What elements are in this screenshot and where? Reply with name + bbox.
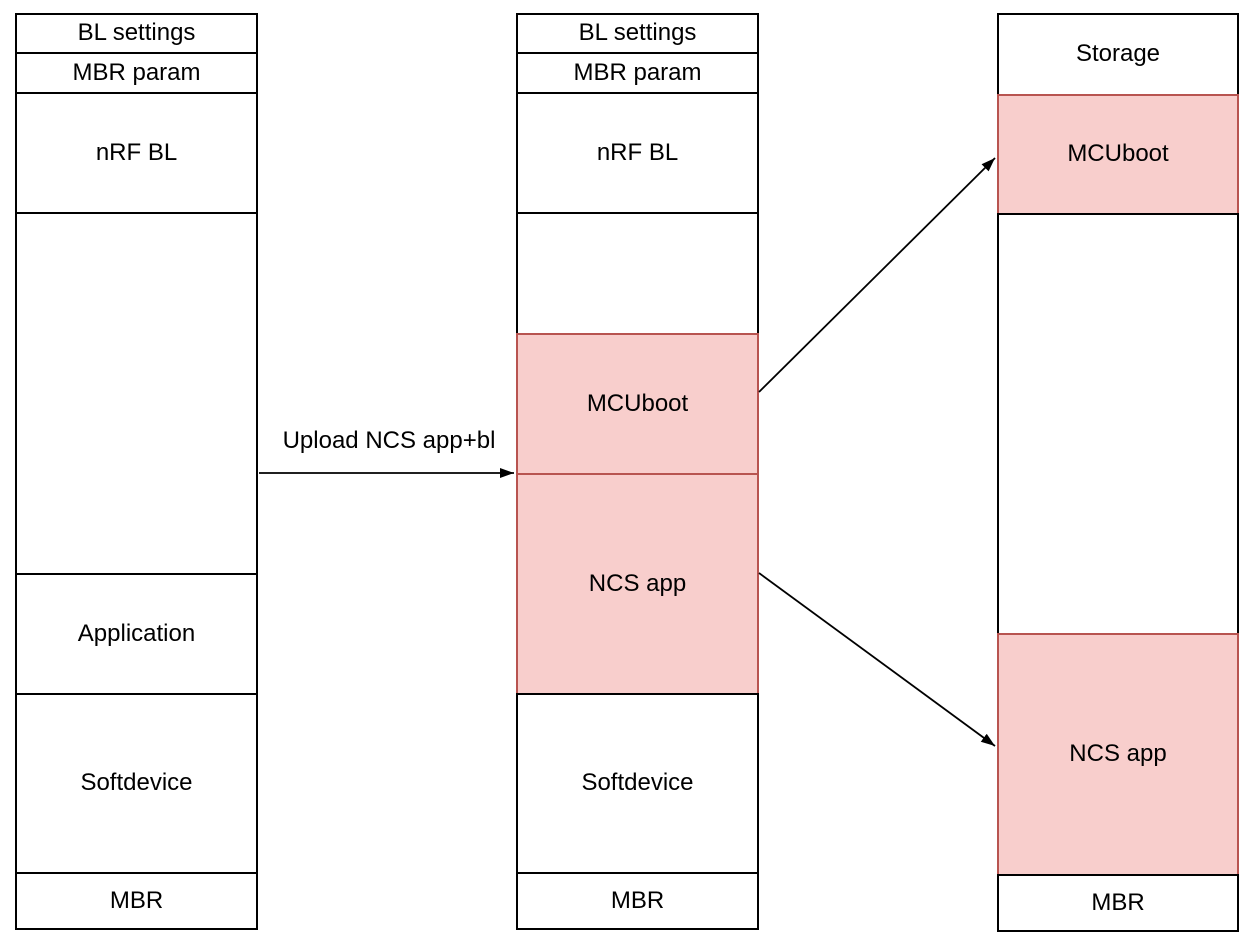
left-segment-bl-settings: BL settings (15, 13, 258, 54)
left-segment-mbr: MBR (15, 872, 258, 930)
middle-segment-mbr: MBR (516, 872, 759, 930)
ncs-app-copy-arrow (758, 572, 996, 747)
middle-segment-softdevice: Softdevice (516, 693, 759, 874)
right-segment-ncs-app: NCS app (997, 633, 1239, 876)
middle-segment-nrf-bl: nRF BL (516, 92, 759, 214)
right-segment-mcuboot: MCUboot (997, 94, 1239, 215)
left-segment-softdevice: Softdevice (15, 693, 258, 874)
upload-arrow-label: Upload NCS app+bl (280, 426, 498, 456)
middle-segment-mcuboot: MCUboot (516, 333, 759, 475)
right-segment-free-space (997, 213, 1239, 635)
left-segment-application: Application (15, 573, 258, 695)
right-segment-storage: Storage (997, 13, 1239, 96)
middle-segment-bl-settings: BL settings (516, 13, 759, 54)
middle-segment-free-space (516, 212, 759, 335)
left-segment-nrf-bl: nRF BL (15, 92, 258, 214)
left-segment-free-space (15, 212, 258, 575)
left-segment-mbr-param: MBR param (15, 52, 258, 94)
middle-segment-ncs-app: NCS app (516, 473, 759, 695)
right-segment-mbr: MBR (997, 874, 1239, 932)
mcuboot-copy-arrow (758, 157, 996, 393)
middle-segment-mbr-param: MBR param (516, 52, 759, 94)
